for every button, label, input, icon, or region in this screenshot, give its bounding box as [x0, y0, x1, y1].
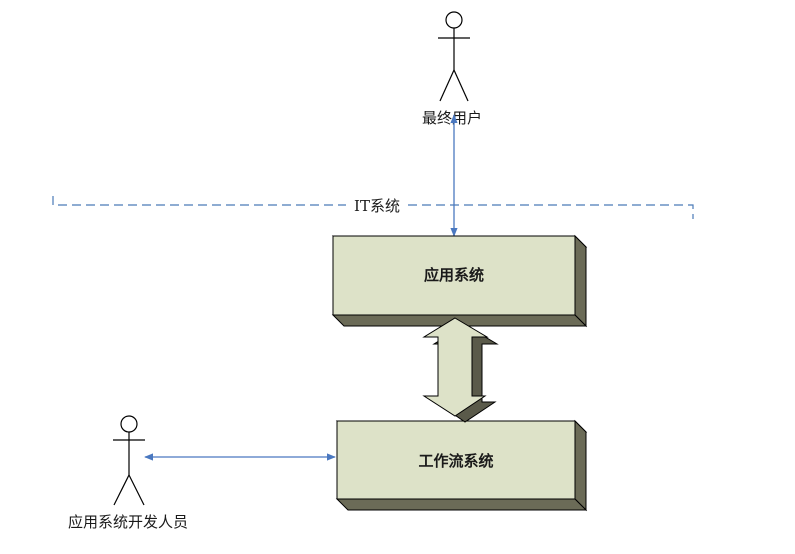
stick-figure-icon — [113, 415, 145, 506]
app-system-label: 应用系统 — [424, 266, 484, 284]
it-system-label: IT系统 — [354, 197, 400, 215]
app-system-box: 应用系统 — [331, 234, 588, 328]
end-user-actor: 最终用户 — [422, 11, 482, 127]
system-link-block-arrow — [422, 317, 499, 423]
developer-actor: 应用系统开发人员 — [68, 415, 188, 531]
workflow-system-label: 工作流系统 — [418, 452, 493, 470]
workflow-system-box: 工作流系统 — [335, 419, 588, 512]
stick-figure-icon — [438, 11, 470, 102]
it-system-boundary: IT系统 — [52, 196, 694, 219]
developer-label: 应用系统开发人员 — [68, 513, 188, 531]
end-user-label: 最终用户 — [422, 109, 482, 127]
